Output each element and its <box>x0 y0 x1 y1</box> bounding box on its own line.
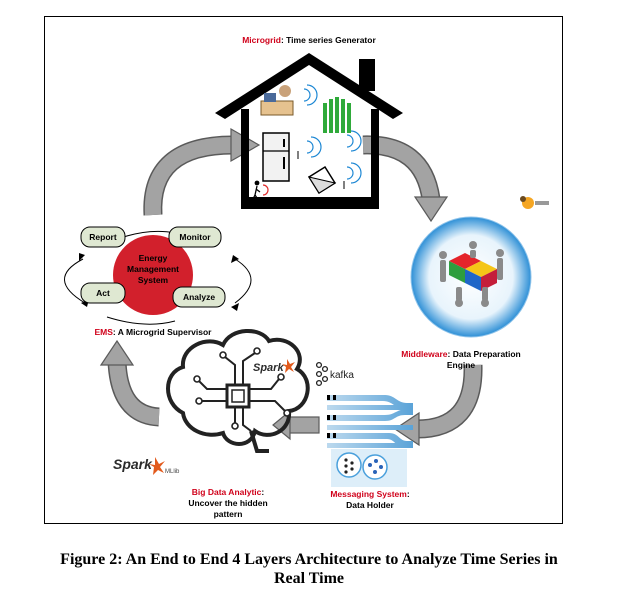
fridge-icon <box>262 132 290 182</box>
act-label: Act <box>96 288 110 298</box>
monitor-pill: Monitor <box>168 226 222 248</box>
kafka-logo: kafka <box>315 361 354 387</box>
radiator-icon <box>323 97 351 133</box>
figure-frame: Microgrid: Time series Generator <box>44 16 563 524</box>
ems-center-line2: Management <box>127 264 179 274</box>
architecture-diagram: Microgrid: Time series Generator <box>64 35 549 487</box>
middleware-sphere-icon <box>410 216 532 338</box>
microgrid-label: Microgrid: Time series Generator <box>242 35 376 45</box>
house-icon <box>215 53 403 209</box>
spark-bottom-text: Spark <box>113 456 153 472</box>
people-figures-icon <box>439 241 504 307</box>
ems-center-line3: System <box>138 275 169 285</box>
spark-top-logo: Spark <box>253 359 295 374</box>
analyze-label: Analyze <box>183 292 215 302</box>
messaging-label: Messaging System: Data Holder <box>330 489 410 510</box>
spark-top-text: Spark <box>253 362 284 374</box>
etl-tool-logo-icon <box>520 196 549 209</box>
report-pill: Report <box>80 226 126 248</box>
middleware-label: Middleware: Data Preparation Engine <box>401 349 521 370</box>
act-pill: Act <box>80 282 126 304</box>
laptop-icon <box>307 165 337 195</box>
figure-caption-line2: Real Time <box>273 570 345 587</box>
report-label: Report <box>89 232 117 242</box>
ems-label: EMS: A Microgrid Supervisor <box>95 327 213 337</box>
analyze-pill: Analyze <box>172 286 226 308</box>
mllib-text: MLlib <box>165 469 180 475</box>
analytic-label: Big Data Analytic: Uncover the hidden pa… <box>188 487 268 519</box>
person-icon <box>251 180 269 202</box>
flow-arrow-analytic-to-ems <box>99 339 161 427</box>
ems-center-line1: Energy <box>139 253 168 263</box>
office-worker-icon <box>260 85 294 116</box>
figure-caption-line1: Figure 2: An End to End 4 Layers Archite… <box>60 551 558 568</box>
kafka-text: kafka <box>330 370 354 381</box>
wifi-signal-icon <box>303 84 362 184</box>
monitor-label: Monitor <box>179 232 211 242</box>
brain-circuit-icon <box>166 328 310 453</box>
spark-mllib-logo: Spark MLlib <box>113 456 180 475</box>
flow-arrow-messaging-to-analytic <box>272 409 320 441</box>
message-streams-icon <box>327 395 413 487</box>
